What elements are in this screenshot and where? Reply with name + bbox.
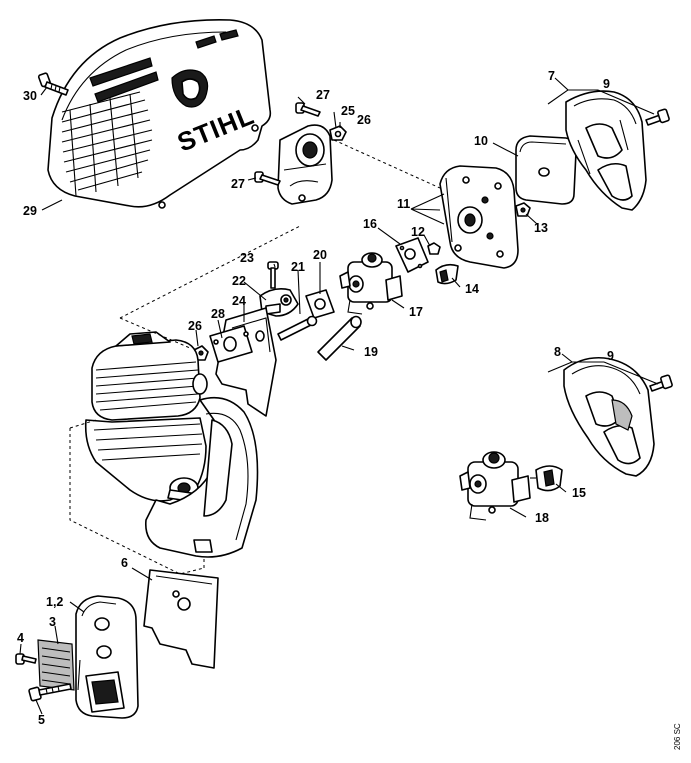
callout-29: 29 [23, 204, 37, 218]
callout-22: 22 [232, 274, 246, 288]
gasket-part-28 [209, 325, 253, 363]
callout-9-top: 9 [603, 77, 610, 91]
callout-21: 21 [291, 260, 305, 274]
callout-14: 14 [465, 282, 479, 296]
callout-28: 28 [211, 307, 225, 321]
muffler-part-1-2 [75, 595, 139, 719]
callout-16: 16 [363, 217, 377, 231]
callout-10: 10 [474, 134, 488, 148]
callout-labels: 1,2 3 4 5 6 7 8 9 9 10 11 12 13 14 15 16… [17, 69, 614, 727]
screw-part-23 [267, 261, 279, 289]
screw-part-4 [15, 653, 37, 665]
carburetor-part-18 [459, 451, 531, 521]
carburetor-part-17 [339, 252, 403, 315]
callout-8: 8 [554, 345, 561, 359]
screw-part-21 [277, 315, 318, 341]
callout-17: 17 [409, 305, 423, 319]
callout-6: 6 [121, 556, 128, 570]
choke-knob-part-15 [530, 465, 563, 492]
screw-part-27-left [254, 171, 281, 186]
gasket-part-16 [395, 237, 429, 273]
nut-part-25 [329, 125, 347, 141]
intake-manifold-part-27 [277, 124, 333, 205]
callout-20: 20 [313, 248, 327, 262]
callout-24: 24 [232, 294, 246, 308]
gasket-part-20 [305, 289, 335, 319]
callout-23: 23 [240, 251, 254, 265]
callout-15: 15 [572, 486, 586, 500]
muffler-gasket-part-6 [143, 569, 219, 669]
callout-25: 25 [341, 104, 355, 118]
screw-part-27-top [295, 102, 321, 117]
air-filter-base-part-11 [439, 165, 519, 269]
screw-part-5 [28, 683, 72, 702]
callout-27-top: 27 [316, 88, 330, 102]
fuel-hose-part-19 [317, 315, 362, 361]
callout-4: 4 [17, 631, 24, 645]
assembly-guide-lines [69, 139, 441, 575]
fan-housing-plate [144, 396, 259, 558]
callout-13: 13 [534, 221, 548, 235]
callout-11: 11 [397, 197, 410, 211]
callout-5: 5 [38, 713, 45, 727]
callout-30: 30 [23, 89, 37, 103]
filter-cover-part-7 [565, 90, 647, 211]
screw-part-30 [37, 72, 69, 96]
air-filter-part-10 [515, 135, 577, 205]
callout-27-left: 27 [231, 177, 245, 191]
screw-part-9-bottom [649, 374, 673, 392]
engine-shroud-part-29: STIHL [47, 19, 272, 209]
drawing-code: 206 SC [673, 723, 682, 750]
screw-part-9-top [645, 108, 670, 126]
callout-19: 19 [364, 345, 378, 359]
filter-cover-part-8 [563, 356, 655, 477]
callout-26-top: 26 [357, 113, 371, 127]
callout-leader-lines [19, 77, 659, 715]
spark-arrester-screen-part-3 [37, 639, 75, 691]
callout-12: 12 [411, 225, 425, 239]
callout-18: 18 [535, 511, 549, 525]
engine-cylinder-crankcase [84, 331, 208, 503]
callout-9-bottom: 9 [607, 349, 614, 363]
callout-3: 3 [49, 615, 56, 629]
callout-26-lower: 26 [188, 319, 202, 333]
nut-part-12 [427, 242, 441, 255]
callout-1-2: 1,2 [46, 595, 63, 609]
nut-part-13 [515, 202, 531, 217]
callout-7: 7 [548, 69, 555, 83]
